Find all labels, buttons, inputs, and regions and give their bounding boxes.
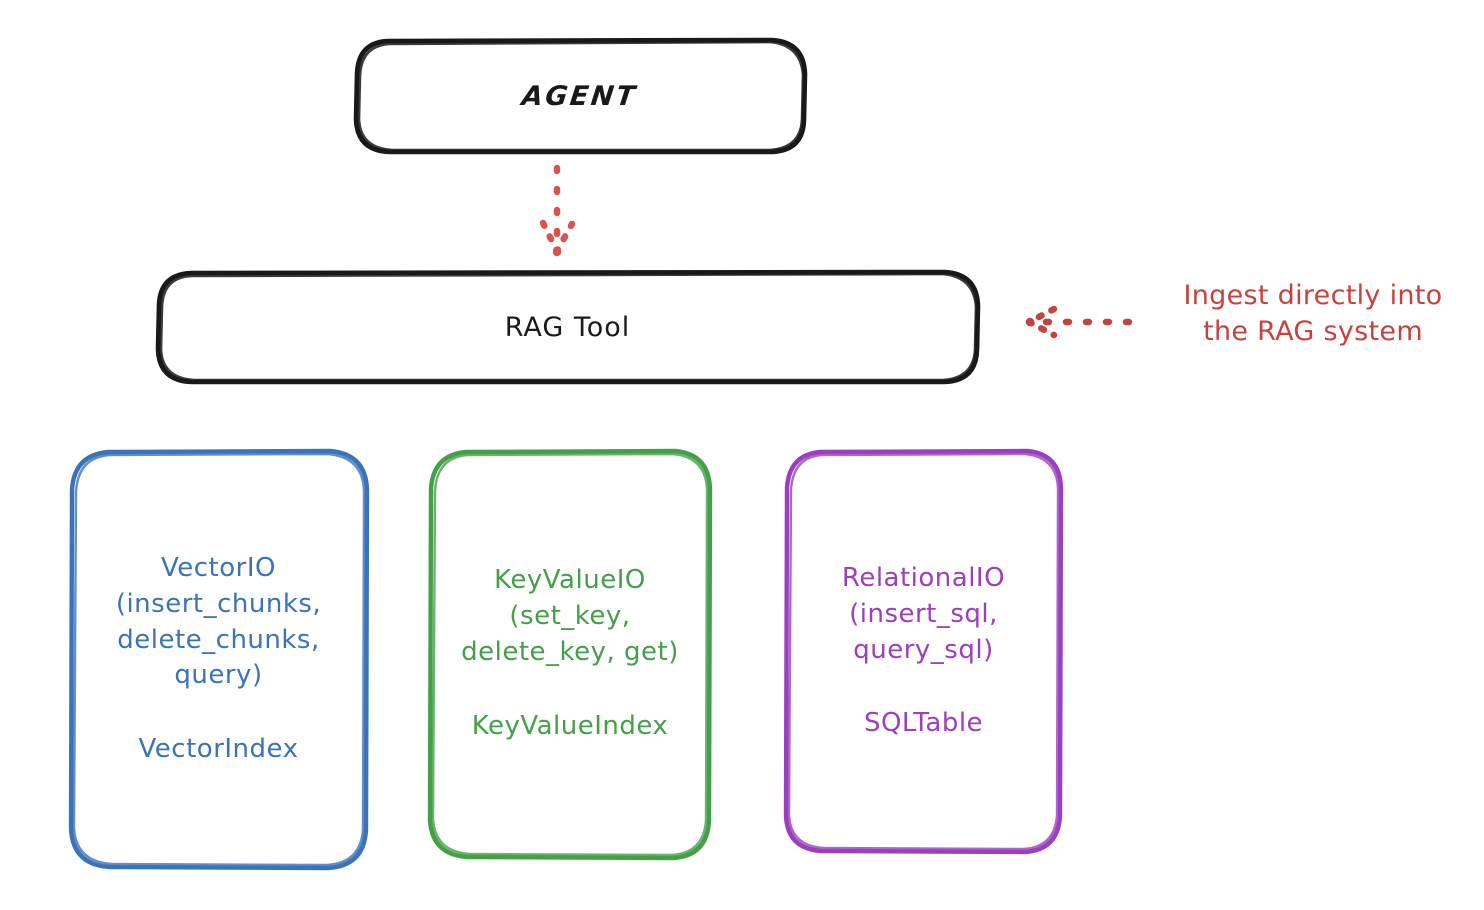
rag-tool-label: RAG Tool xyxy=(504,311,631,343)
ingest-arrow xyxy=(1025,305,1141,339)
relationalio-api-label: RelationalIO (insert_sql, query_sql) xyxy=(841,562,1006,665)
keyvalueio-index-label: KeyValueIndex xyxy=(471,710,669,741)
keyvalueio-api-label: KeyValueIO (set_key, delete_key, get) xyxy=(461,565,679,667)
node-agent[interactable]: AGENT xyxy=(355,40,805,153)
vectorio-api-label: VectorIO (insert_chunks, delete_chunks, … xyxy=(115,552,322,691)
ingest-annotation-text: Ingest directly into the RAG system xyxy=(1183,280,1443,347)
node-vectorio[interactable]: VectorIO (insert_chunks, delete_chunks, … xyxy=(70,450,367,869)
node-rag-tool[interactable]: RAG Tool xyxy=(157,272,978,383)
relationalio-index-label: SQLTable xyxy=(863,708,984,739)
agent-to-rag-arrow xyxy=(539,164,576,257)
agent-label: AGENT xyxy=(520,80,640,112)
node-relationalio[interactable]: RelationalIO (insert_sql, query_sql) SQL… xyxy=(785,450,1062,853)
vectorio-index-label: VectorIndex xyxy=(138,734,299,765)
node-keyvalueio[interactable]: KeyValueIO (set_key, delete_key, get) Ke… xyxy=(429,450,711,858)
